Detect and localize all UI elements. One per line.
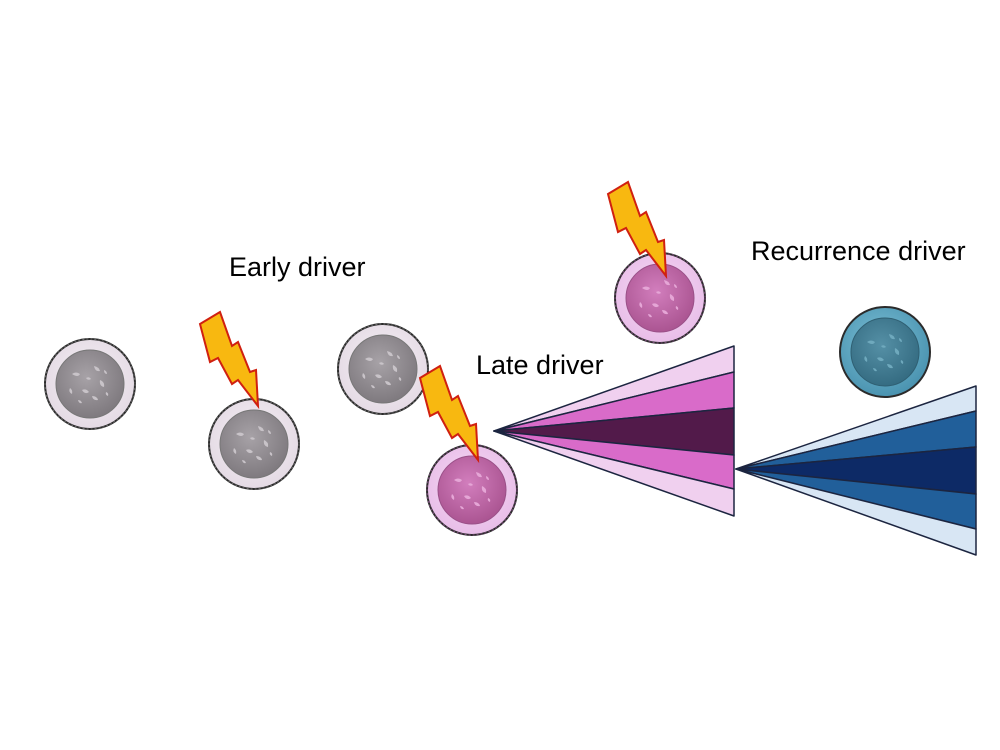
late-clone-fan xyxy=(493,345,735,517)
recurrence-driver-label: Recurrence driver xyxy=(751,236,966,266)
normal-cell-3 xyxy=(338,324,428,414)
normal-cell-2 xyxy=(209,399,299,489)
blue-cell xyxy=(840,307,930,397)
lightning-bolt-icon xyxy=(419,365,479,461)
early-driver-label: Early driver xyxy=(229,252,366,282)
pink-cell-1 xyxy=(427,445,517,535)
lightning-bolt-icon xyxy=(199,311,259,407)
recurrence-clone-fan xyxy=(735,385,977,556)
late-driver-label: Late driver xyxy=(476,350,604,380)
normal-cell-1 xyxy=(45,339,135,429)
